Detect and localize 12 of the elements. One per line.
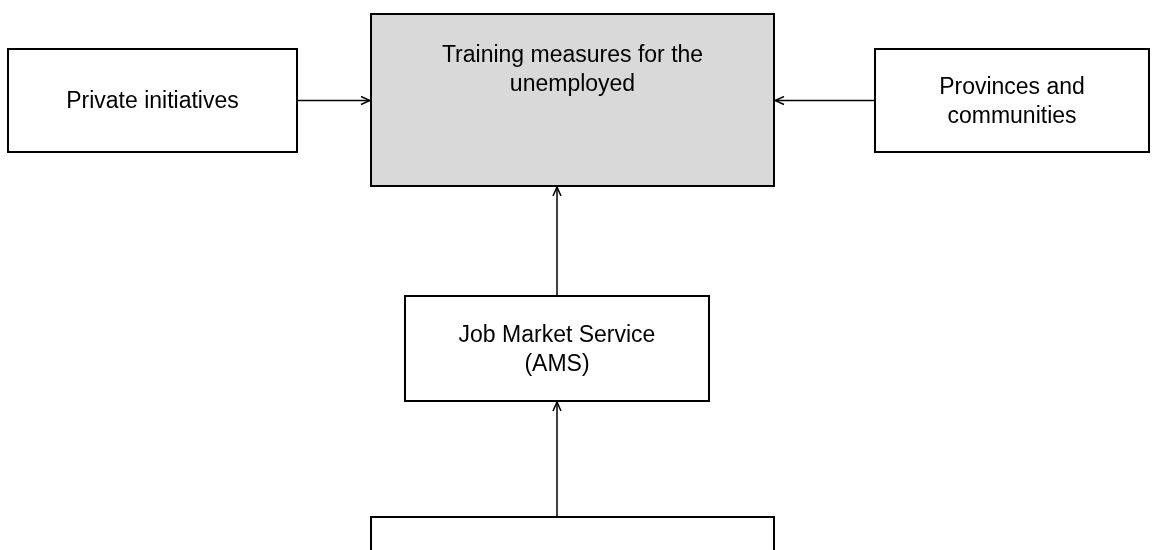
process-box: [7, 48, 298, 153]
box-label: Private initiatives: [66, 86, 239, 115]
box-label: Provinces and communities: [938, 71, 1086, 130]
arrow: [552, 401, 562, 517]
process-box: [404, 295, 710, 402]
arrow: [552, 186, 562, 296]
highlighted-box: [370, 13, 775, 187]
arrow: [774, 95, 875, 106]
box-label: Job Market Service (AMS): [457, 319, 657, 378]
process-box: [874, 48, 1150, 153]
box-label: Training measures for the unemployed: [440, 40, 705, 98]
arrow: [297, 95, 371, 106]
